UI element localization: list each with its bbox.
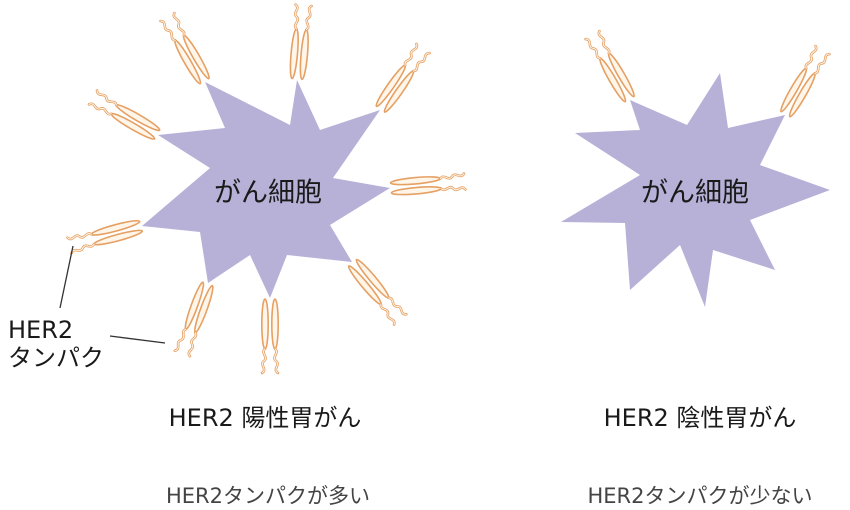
her2-protein	[372, 42, 432, 116]
her2-protein	[345, 256, 408, 327]
her2-protein	[87, 89, 163, 143]
her2-protein	[777, 44, 831, 120]
callout-leader-line	[109, 335, 166, 344]
callout-line-2: タンパク	[8, 344, 104, 372]
callout-leader-line	[59, 245, 74, 309]
her2-protein	[584, 29, 638, 105]
her2-protein	[173, 279, 217, 358]
her2-protein	[260, 297, 280, 375]
cancer-cell-negative	[561, 73, 830, 307]
her2-protein	[287, 3, 314, 82]
title-her2-negative: HER2 陰性胃がん	[603, 404, 797, 432]
callout-line-1: HER2	[8, 316, 74, 344]
title-her2-positive: HER2 陽性胃がん	[168, 404, 362, 432]
her2-protein	[159, 11, 213, 87]
cell-label-positive: がん細胞	[214, 177, 322, 209]
subtitle-her2-negative: HER2タンパクが少ない	[587, 484, 813, 508]
cancer-cell-positive	[142, 80, 390, 298]
cell-label-negative: がん細胞	[641, 177, 749, 209]
her2-protein-callout: HER2 タンパク	[8, 316, 104, 372]
subtitle-her2-positive: HER2タンパクが多い	[165, 484, 371, 508]
her2-protein	[66, 217, 145, 255]
her2-protein	[388, 171, 467, 198]
